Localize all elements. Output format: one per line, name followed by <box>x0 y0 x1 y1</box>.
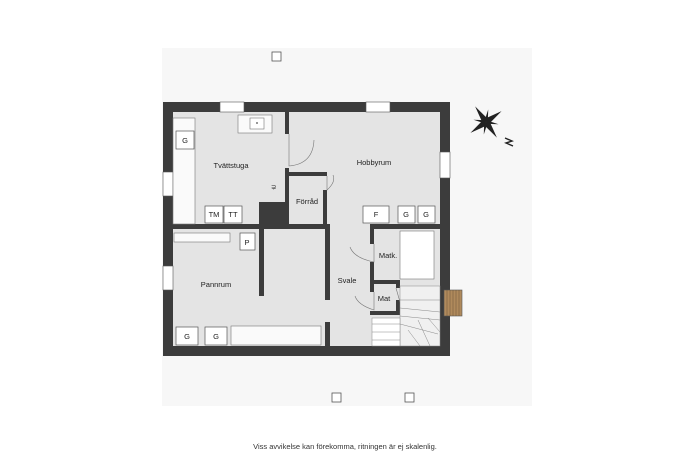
matk-shelf <box>399 230 435 280</box>
room-forrad: Förråd <box>296 197 318 206</box>
room-hobbyrum: Hobbyrum <box>357 158 392 167</box>
door-swing-icon <box>288 134 401 311</box>
fixture-g-hobby-2 <box>417 205 436 224</box>
fixture-tm-label: TM <box>209 210 220 219</box>
fixture-tt-label: TT <box>228 210 238 219</box>
fixture-f-label: F <box>374 210 379 219</box>
fixture-g-tvatt <box>175 130 195 150</box>
north-mark <box>504 137 514 147</box>
fixture-tt <box>223 205 243 224</box>
fixture-g-pann-2 <box>204 326 228 346</box>
marker-bottom-right <box>404 392 415 403</box>
fixture-g-label: G <box>403 210 409 219</box>
marker-bottom-left <box>331 392 342 403</box>
fixture-g-label: G <box>182 136 188 145</box>
marker-top <box>271 51 282 62</box>
fixture-p-label: P <box>244 238 249 247</box>
pannrum-counter <box>173 232 231 243</box>
compass-icon <box>470 106 502 138</box>
disclaimer-text: Viss avvikelse kan förekomma, ritningen … <box>253 442 437 451</box>
room-mat: Mat <box>378 294 391 303</box>
stair-icon <box>371 285 463 347</box>
room-svale: Svale <box>338 276 357 285</box>
fixture-g-pann-1 <box>175 326 199 346</box>
fixture-g-hobby-1 <box>397 205 416 224</box>
room-pannrum: Pannrum <box>201 280 231 289</box>
interior-walls <box>173 112 440 346</box>
fixture-g-label: G <box>213 332 219 341</box>
fixture-f <box>362 205 390 224</box>
pannrum-bench <box>230 325 322 346</box>
fixture-g-label: G <box>184 332 190 341</box>
fixture-g-label: G <box>423 210 429 219</box>
drain-icon: ⊋ <box>271 184 277 191</box>
room-matk: Matk. <box>379 251 397 260</box>
fixture-p <box>239 232 256 251</box>
room-tvattstuga: Tvättstuga <box>213 161 249 170</box>
fixture-tm <box>204 205 224 224</box>
